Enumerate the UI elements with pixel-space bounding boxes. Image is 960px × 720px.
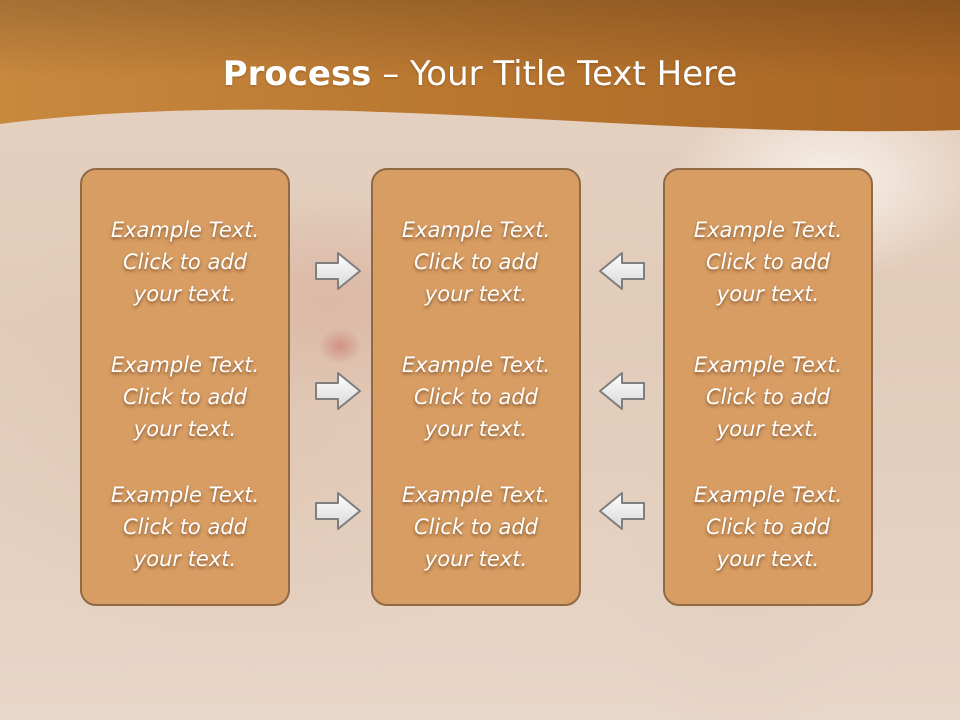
- text-placeholder[interactable]: Example Text. Click to add your text.: [110, 218, 260, 306]
- process-box-center[interactable]: Example Text. Click to add your text. Ex…: [371, 168, 581, 606]
- process-box-right[interactable]: Example Text. Click to add your text. Ex…: [663, 168, 873, 606]
- title-rest: – Your Title Text Here: [371, 54, 738, 94]
- text-placeholder[interactable]: Example Text. Click to add your text.: [693, 483, 843, 571]
- text-placeholder[interactable]: Example Text. Click to add your text.: [110, 353, 260, 441]
- process-box-left[interactable]: Example Text. Click to add your text. Ex…: [80, 168, 290, 606]
- title-banner: [0, 0, 960, 132]
- text-placeholder[interactable]: Example Text. Click to add your text.: [401, 483, 551, 571]
- right-arrow-icon: [315, 492, 361, 530]
- left-arrow-icon: [599, 252, 645, 290]
- text-placeholder[interactable]: Example Text. Click to add your text.: [401, 218, 551, 306]
- text-placeholder[interactable]: Example Text. Click to add your text.: [110, 483, 260, 571]
- background-photo-lips: [318, 328, 362, 364]
- left-arrow-icon: [599, 372, 645, 410]
- text-placeholder[interactable]: Example Text. Click to add your text.: [693, 218, 843, 306]
- text-placeholder[interactable]: Example Text. Click to add your text.: [693, 353, 843, 441]
- left-arrow-icon: [599, 492, 645, 530]
- slide-title[interactable]: Process – Your Title Text Here: [0, 52, 960, 96]
- right-arrow-icon: [315, 372, 361, 410]
- right-arrow-icon: [315, 252, 361, 290]
- text-placeholder[interactable]: Example Text. Click to add your text.: [401, 353, 551, 441]
- title-bold: Process: [222, 54, 372, 94]
